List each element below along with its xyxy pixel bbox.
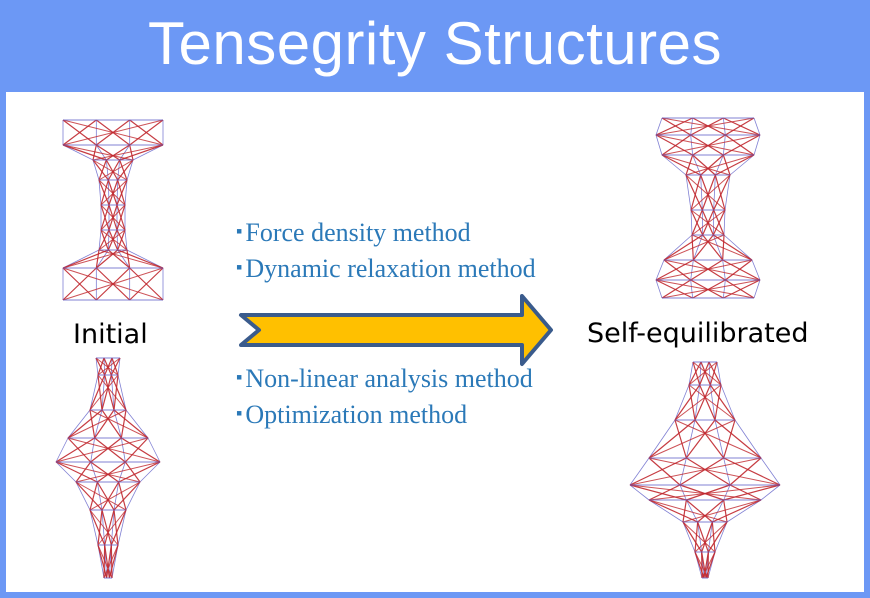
bullet-icon: ▪ [236,257,243,277]
initial-structure-top [62,119,164,301]
method-item: ▪Force density method [236,218,471,250]
bullet-icon: ▪ [236,403,243,423]
method-item: ▪Dynamic relaxation method [236,254,536,286]
process-arrow [239,294,553,366]
bullet-icon: ▪ [236,221,243,241]
method-label: Optimization method [245,400,468,429]
title-banner: Tensegrity Structures [0,0,870,92]
final-structure-top [655,117,761,299]
method-item: ▪Non-linear analysis method [236,364,533,396]
method-label: Force density method [245,218,471,247]
method-item: ▪Optimization method [236,400,467,432]
method-label: Dynamic relaxation method [245,254,536,283]
slide-title: Tensegrity Structures [147,10,723,77]
method-label: Non-linear analysis method [245,364,533,393]
final-structure-bottom [629,361,781,579]
initial-structure-bottom [55,357,161,579]
initial-label: Initial [73,319,148,350]
bullet-icon: ▪ [236,367,243,387]
self-equilibrated-label: Self-equilibrated [587,318,809,349]
